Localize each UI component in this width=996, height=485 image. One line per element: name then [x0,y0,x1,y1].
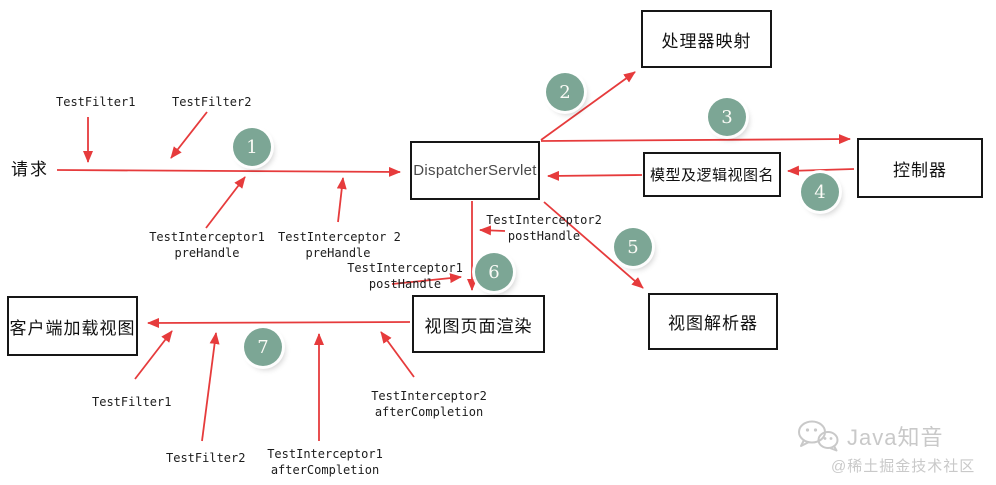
arrow-interceptor1-prehandle [205,176,246,229]
step-circle-7: 7 [244,328,282,366]
box-controller: 控制器 [857,138,983,198]
watermark-community: @稀土掘金技术社区 [831,458,976,475]
label-interceptor2-prehandle: TestInterceptor 2 preHandle [278,230,401,260]
step-circle-6: 6 [475,253,513,291]
box-dispatcher-servlet: DispatcherServlet [410,141,540,200]
box-view-render: 视图页面渲染 [412,295,545,353]
box-view-resolver: 视图解析器 [648,293,778,350]
step-circle-2: 2 [546,73,584,111]
arrow-step2-to-handler-mapping [540,71,636,141]
wechat-icon [798,420,839,452]
box-client-load-view: 客户端加载视图 [7,296,138,356]
arrow-step3-to-controller [540,134,851,145]
label-interceptor1-aftercompletion: TestInterceptor1 afterCompletion [267,447,383,477]
arrow-interceptor2-aftercompletion [380,331,415,378]
arrow-filter1-aftercompletion [134,330,173,380]
label-testfilter1-bottom: TestFilter1 [92,395,172,409]
arrow-model-view-to-dispatcher [547,170,643,181]
label-testfilter2-top: TestFilter2 [172,95,252,109]
step-circle-4: 4 [801,173,839,211]
label-testfilter1-top: TestFilter1 [56,95,136,109]
label-testfilter2-bottom: TestFilter2 [166,451,246,465]
step-circle-1: 1 [233,128,271,166]
box-model-view-name: 模型及逻辑视图名 [643,152,781,197]
watermark-brand: Java知音 [847,425,944,450]
arrow-request-to-dispatcher [56,166,401,177]
step-circle-3: 3 [708,98,746,136]
request-label: 请求 [11,160,49,179]
box-handler-mapping: 处理器映射 [641,10,772,68]
arrow-interceptor2-prehandle [336,177,347,223]
arrow-render-to-client [147,317,411,328]
arrow-interceptor2-posthandle [479,225,506,236]
label-interceptor1-posthandle: TestInterceptor1 postHandle [347,261,463,291]
arrow-filter2-aftercompletion [201,332,220,442]
label-interceptor2-aftercompletion: TestInterceptor2 afterCompletion [371,389,487,419]
step-circle-5: 5 [614,228,652,266]
arrow-controller-to-model-view [787,165,855,176]
arrow-filter2-prehandle [170,111,208,159]
label-interceptor1-prehandle: TestInterceptor1 preHandle [149,230,265,260]
label-interceptor2-posthandle: TestInterceptor2 postHandle [486,213,602,243]
arrow-interceptor1-posthandle [391,273,462,285]
watermark: Java知音 @稀土掘金技术社区 [797,419,975,476]
arrow-step5-to-view-resolver [543,201,644,289]
